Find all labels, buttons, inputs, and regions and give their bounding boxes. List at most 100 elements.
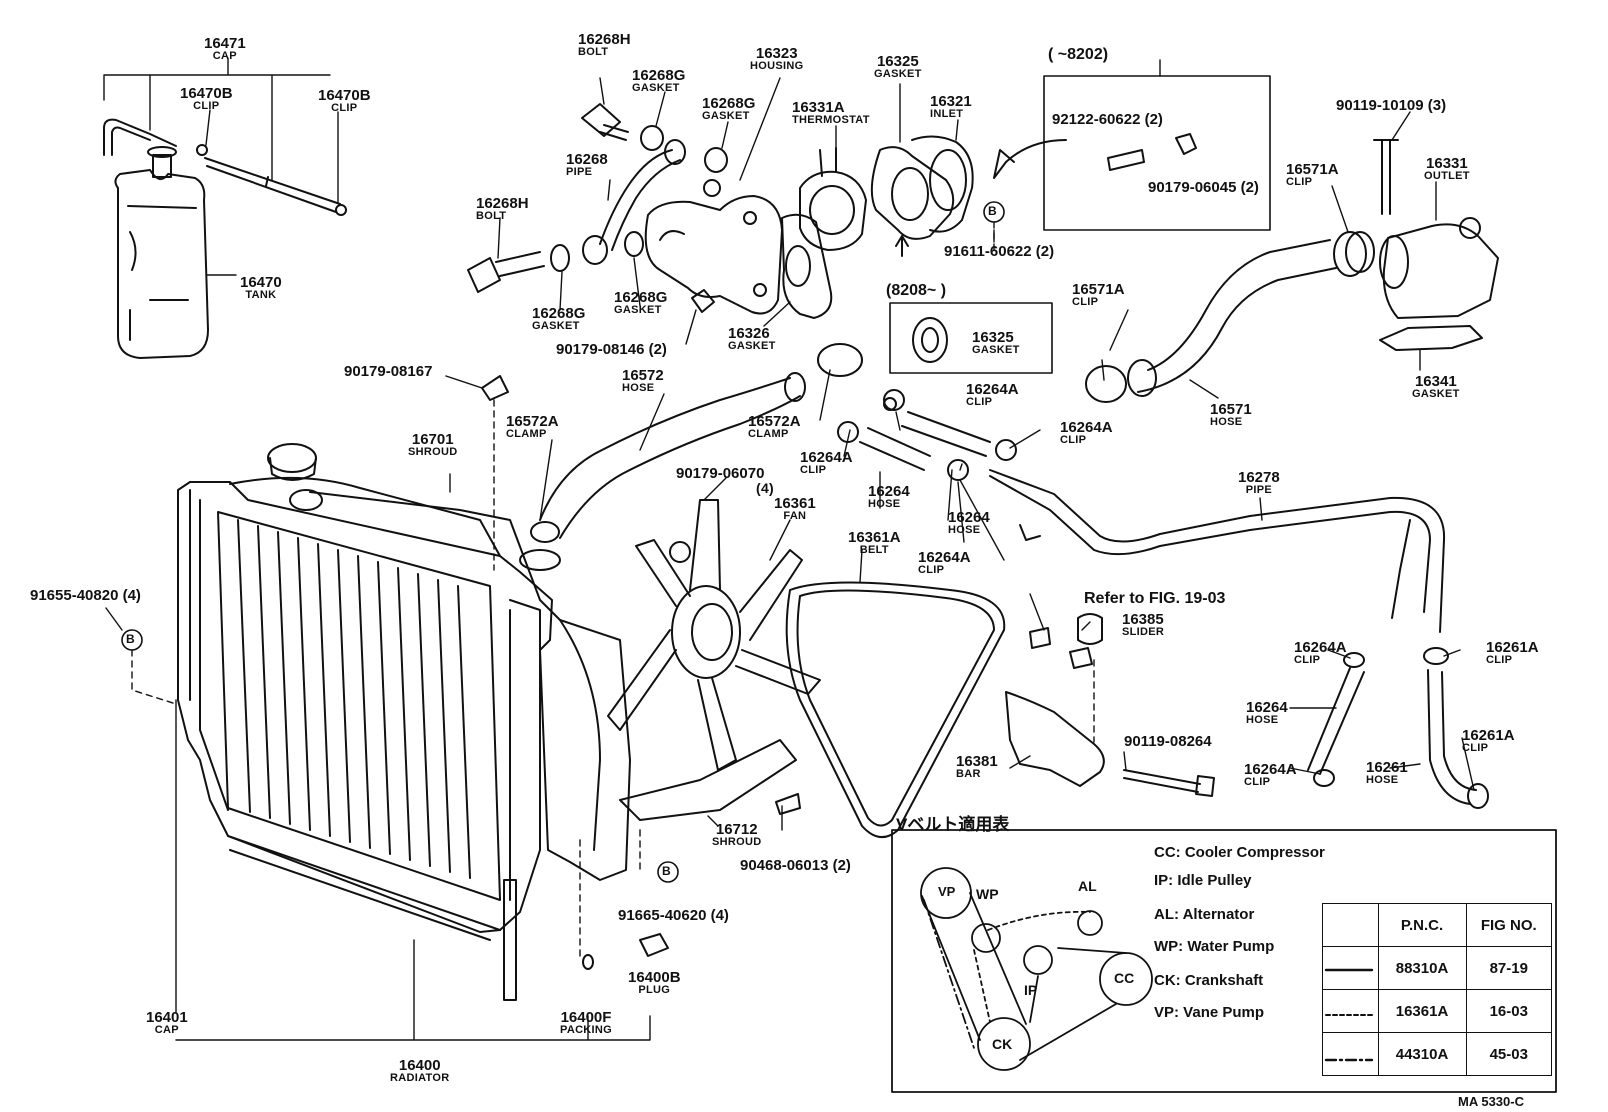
inset-range-8208: (8208~ ): [886, 282, 947, 299]
gasket-ring-3: [550, 244, 570, 272]
pulley-label-cc: CC: [1114, 970, 1135, 986]
upper-radiator-hose: [1137, 239, 1337, 393]
hose-16261: [1427, 669, 1477, 805]
clamp-upper: [817, 343, 863, 377]
bolt-lower: [467, 251, 545, 293]
radiator-inlet-hose: [539, 377, 801, 539]
gasket-hole: [785, 245, 811, 287]
clip-16264A-lower: [1313, 769, 1335, 787]
table-header: P.N.C.: [1377, 903, 1467, 947]
lower-shroud: [619, 739, 797, 821]
adjusting-bar: [1005, 691, 1105, 787]
fig-cell: 87-19: [1465, 946, 1553, 990]
fig-cell: 45-03: [1465, 1032, 1553, 1076]
label-91655: 91655-40820 (4): [30, 587, 141, 604]
outlet-bolt: [1373, 139, 1399, 215]
marker-b-1: B: [988, 204, 997, 218]
belt-application-table: P.N.C. FIG NO. 88310A 87-19 16361A 16-03…: [1322, 903, 1553, 1076]
marker-b-3: B: [662, 864, 671, 878]
leaders-tank: [103, 57, 339, 276]
label-90179-08146: 90179-08146 (2): [556, 341, 667, 358]
clip-16261A-upper: [1423, 647, 1449, 665]
line-style-cell: [1322, 1032, 1379, 1076]
gasket-ring-4: [624, 231, 644, 257]
hose-end: [784, 372, 806, 402]
inset-box-8202: [1043, 75, 1271, 231]
table-row: 16361A 16-03: [1322, 989, 1553, 1033]
v-belt: [785, 581, 1006, 838]
pnc-cell: 16361A: [1377, 989, 1467, 1033]
drain-packing: [582, 954, 594, 970]
water-pump-housing: [644, 179, 783, 315]
hose-end-lower: [530, 521, 560, 543]
pulley-label-ck: CK: [992, 1036, 1013, 1052]
overflow-tube: [103, 118, 341, 213]
inlet-gasket: [870, 146, 955, 240]
clamp-lower: [519, 549, 561, 571]
radiator-cap-skirt: [269, 457, 317, 481]
inset-box-8208: [889, 302, 1053, 374]
gasket-ring-1: [640, 125, 664, 151]
pulley-label-vp: VP: [938, 884, 956, 899]
pipe-flange: [664, 139, 686, 165]
legend-ip: IP: Idle Pulley: [1154, 872, 1252, 889]
bolt-head: [1195, 775, 1215, 797]
thermostat: [799, 147, 867, 251]
hose-16264-lower: [1307, 667, 1365, 775]
table-row: 44310A 45-03: [1322, 1032, 1553, 1076]
outlet-gasket: [1379, 325, 1483, 351]
fig-cell: 16-03: [1465, 989, 1553, 1033]
label-90119-10109: 90119-10109 (3): [1336, 97, 1447, 114]
pnc-cell: 44310A: [1377, 1032, 1467, 1076]
inset-parts-8202: [1107, 133, 1197, 171]
fan-shroud: [309, 491, 631, 881]
leader-lines: [105, 59, 1475, 1041]
pulley-label-wp: WP: [976, 886, 999, 902]
inset-gasket: [912, 317, 948, 363]
heater-hose-clips: [837, 389, 1017, 481]
refer-note: Refer to FIG. 19-03: [1084, 590, 1226, 607]
legend-cc: CC: Cooler Compressor: [1154, 844, 1325, 861]
filler-neck: [289, 489, 323, 511]
label-90179-06045: 90179-06045 (2): [1148, 179, 1259, 196]
inset-gasket-hole: [921, 327, 939, 353]
label-90179-06070: 90179-06070(4): [676, 465, 775, 496]
drain-plug: [639, 933, 669, 957]
clip-08167: [481, 375, 509, 401]
label-90468: 90468-06013 (2): [740, 857, 851, 874]
housing-gasket: [781, 213, 833, 319]
clip-16264A-upper: [1343, 652, 1365, 668]
pulley-label-ip: IP: [1024, 982, 1038, 998]
heater-pipe: [989, 469, 1446, 633]
label-92122: 92122-60622 (2): [1052, 111, 1163, 128]
bolt-top: [581, 103, 629, 141]
belt-table-title: Vベルト適用表: [896, 815, 1010, 834]
legend-al: AL: Alternator: [1154, 906, 1255, 923]
heater-hoses: [859, 411, 991, 471]
